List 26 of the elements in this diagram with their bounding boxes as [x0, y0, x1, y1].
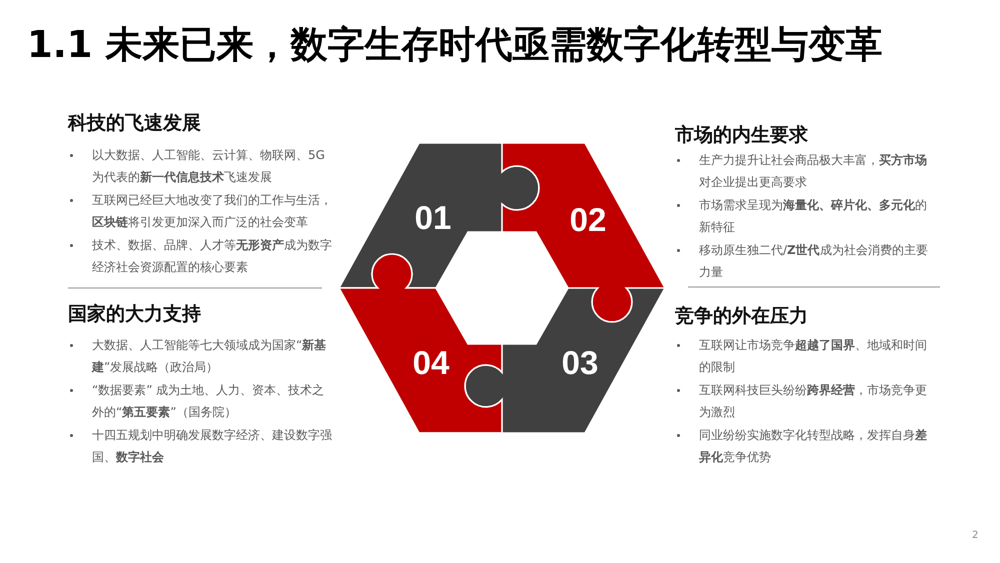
bullet-text: 十四五规划中明确发展数字经济、建设数字强国、数字社会	[92, 426, 333, 466]
section-heading: 竞争的外在压力	[675, 304, 808, 329]
puzzle-piece	[339, 143, 539, 288]
bullet-text: 市场需求呈现为海量化、碎片化、多元化的新特征	[699, 196, 928, 236]
puzzle-piece	[339, 254, 502, 433]
section-heading: 市场的内生要求	[675, 123, 808, 148]
bullet-text: 同业纷纷实施数字化转型战略，发挥自身差异化竞争优势	[699, 426, 928, 466]
bullet-text: 互联网让市场竞争超越了国界、地域和时间的限制	[699, 337, 928, 376]
step-number: 02	[570, 202, 606, 238]
bullet-text: 技术、数据、品牌、人才等无形资产成为数字经济社会资源配置的核心要素	[92, 236, 333, 276]
step-number: 01	[414, 200, 452, 236]
bullet-text: 生产力提升让社会商品极大丰富，买方市场对企业提出更高要求	[699, 152, 928, 192]
slide-title: 1.1 未来已来，数字生存时代亟需数字化转型与变革	[27, 23, 882, 67]
bullet-text: “数据要素” 成为土地、人力、资本、技术之外的“第五要素”（国务院）	[92, 382, 326, 422]
page-number: 2	[972, 530, 978, 542]
section-heading: 国家的大力支持	[68, 302, 201, 327]
bullet-text: 移动原生独二代/Z世代成为社会消费的主要力量	[699, 242, 929, 282]
step-number: 03	[562, 345, 598, 381]
section-heading: 科技的飞速发展	[68, 111, 201, 136]
bullet-text: 互联网科技巨头纷纷跨界经营，市场竞争更为激烈	[699, 382, 928, 422]
bullet-text: 以大数据、人工智能、云计算、物联网、5G为代表的新一代信息技术飞速发展	[92, 147, 326, 186]
puzzle-piece	[464, 288, 665, 433]
bullet-text: 互联网已经巨大地改变了我们的工作与生活，区块链将引发更加深入而广泛的社会变革	[92, 192, 333, 232]
bullet-text: 大数据、人工智能等七大领域成为国家“新基建”发展战略（政治局）	[92, 337, 328, 376]
puzzle-piece	[502, 143, 665, 322]
step-number: 04	[412, 344, 450, 381]
